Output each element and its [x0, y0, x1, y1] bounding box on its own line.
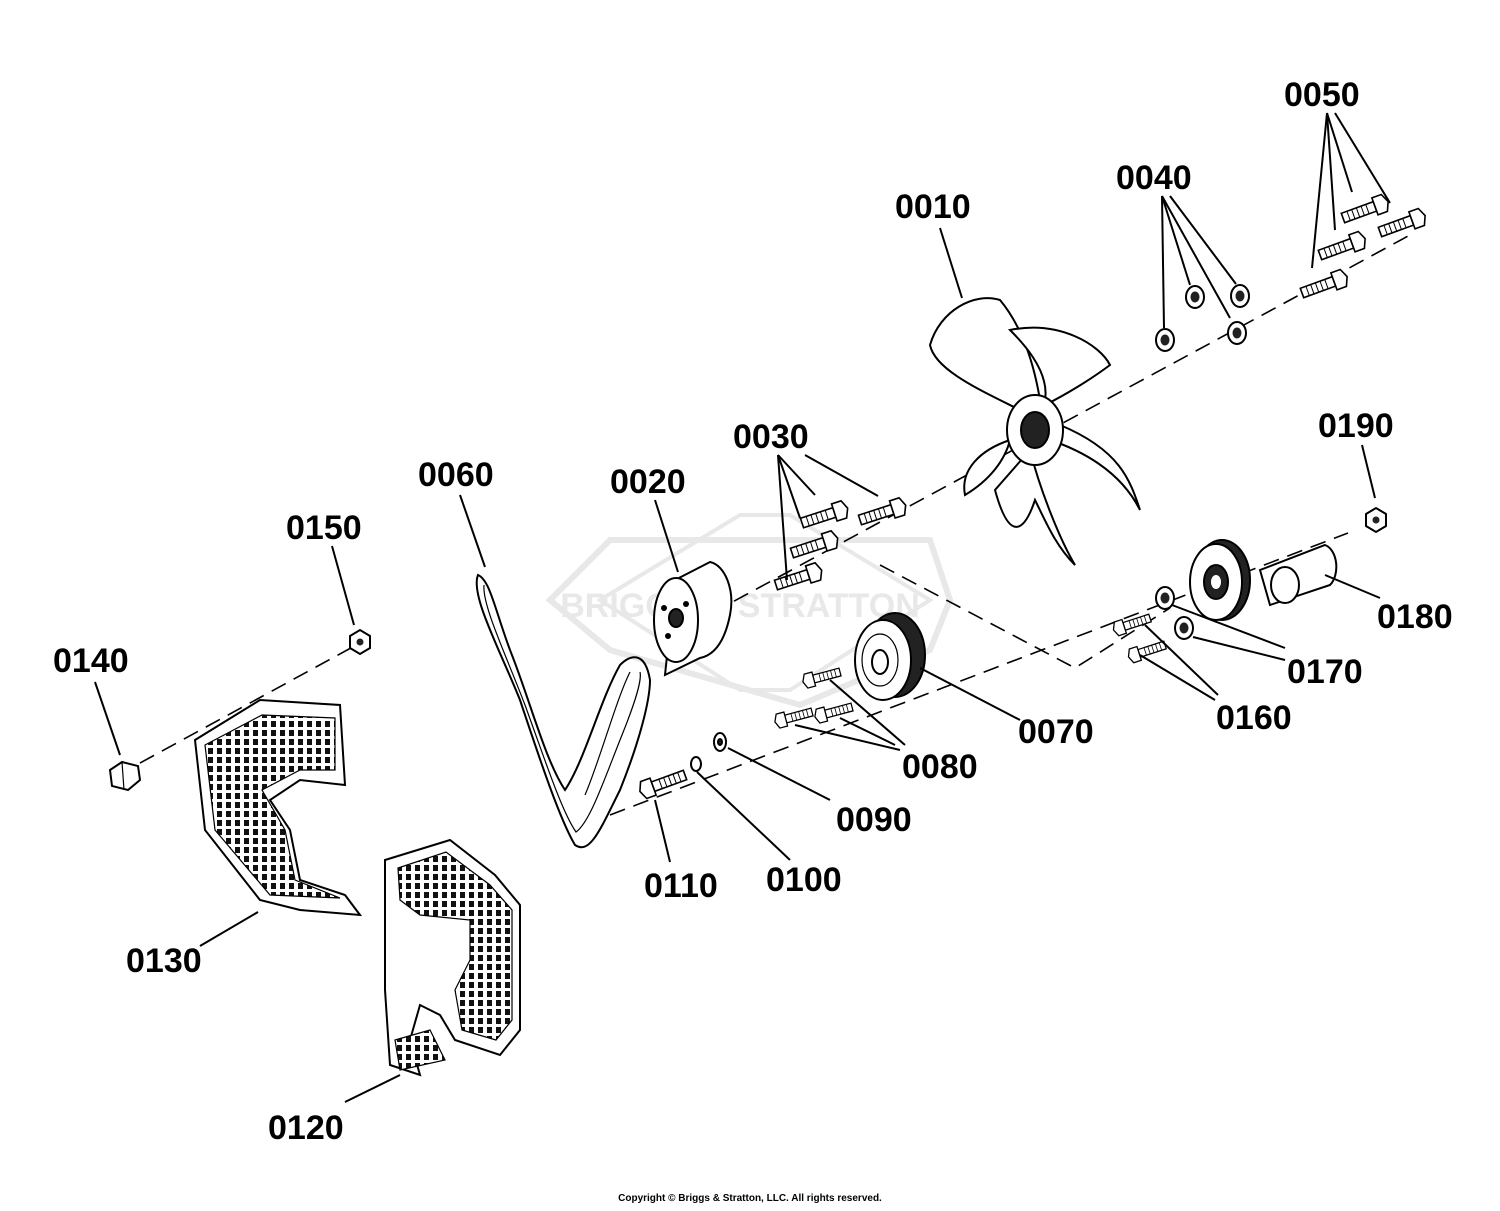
callout-0150: 0150	[286, 509, 362, 547]
callout-0160: 0160	[1216, 699, 1292, 737]
guard-bolt	[108, 760, 142, 792]
callout-0040: 0040	[1116, 159, 1192, 197]
lock-washer	[690, 756, 702, 772]
fan-hub-pulley	[653, 560, 733, 677]
callout-0010: 0010	[895, 188, 971, 226]
belt-guard-left	[193, 698, 363, 917]
idler-nut	[1365, 506, 1387, 534]
callout-labels: 0010 0020 0030 0040 0050 0060 0070 0080 …	[53, 76, 1453, 1147]
fan-washers	[1155, 284, 1250, 352]
drive-belt	[475, 573, 652, 848]
idler-arm-assembly	[1189, 539, 1338, 621]
fan-blade	[928, 297, 1141, 566]
callout-0070: 0070	[1018, 713, 1094, 751]
belt-guard-right	[384, 838, 521, 1077]
flat-washer	[713, 732, 727, 752]
callout-0020: 0020	[610, 463, 686, 501]
callout-0190: 0190	[1318, 407, 1394, 445]
idler-washers	[1155, 586, 1194, 640]
copyright-footer: Copyright © Briggs & Stratton, LLC. All …	[618, 1193, 882, 1204]
callout-0170: 0170	[1287, 653, 1363, 691]
leader-lines	[94, 112, 1391, 1103]
idler-pulley	[854, 612, 926, 701]
callout-0100: 0100	[766, 861, 842, 899]
callout-0120: 0120	[268, 1109, 344, 1147]
callout-0080: 0080	[902, 748, 978, 786]
callout-0110: 0110	[644, 867, 718, 905]
callout-0030: 0030	[733, 418, 809, 456]
callout-0180: 0180	[1377, 598, 1453, 636]
callout-0050: 0050	[1284, 76, 1360, 114]
guard-nut	[349, 628, 371, 656]
callout-0060: 0060	[418, 456, 494, 494]
watermark-text: BRIGGS & STRATTON	[560, 587, 920, 625]
callout-0090: 0090	[836, 801, 912, 839]
callout-0130: 0130	[126, 942, 202, 980]
callout-0140: 0140	[53, 642, 129, 680]
